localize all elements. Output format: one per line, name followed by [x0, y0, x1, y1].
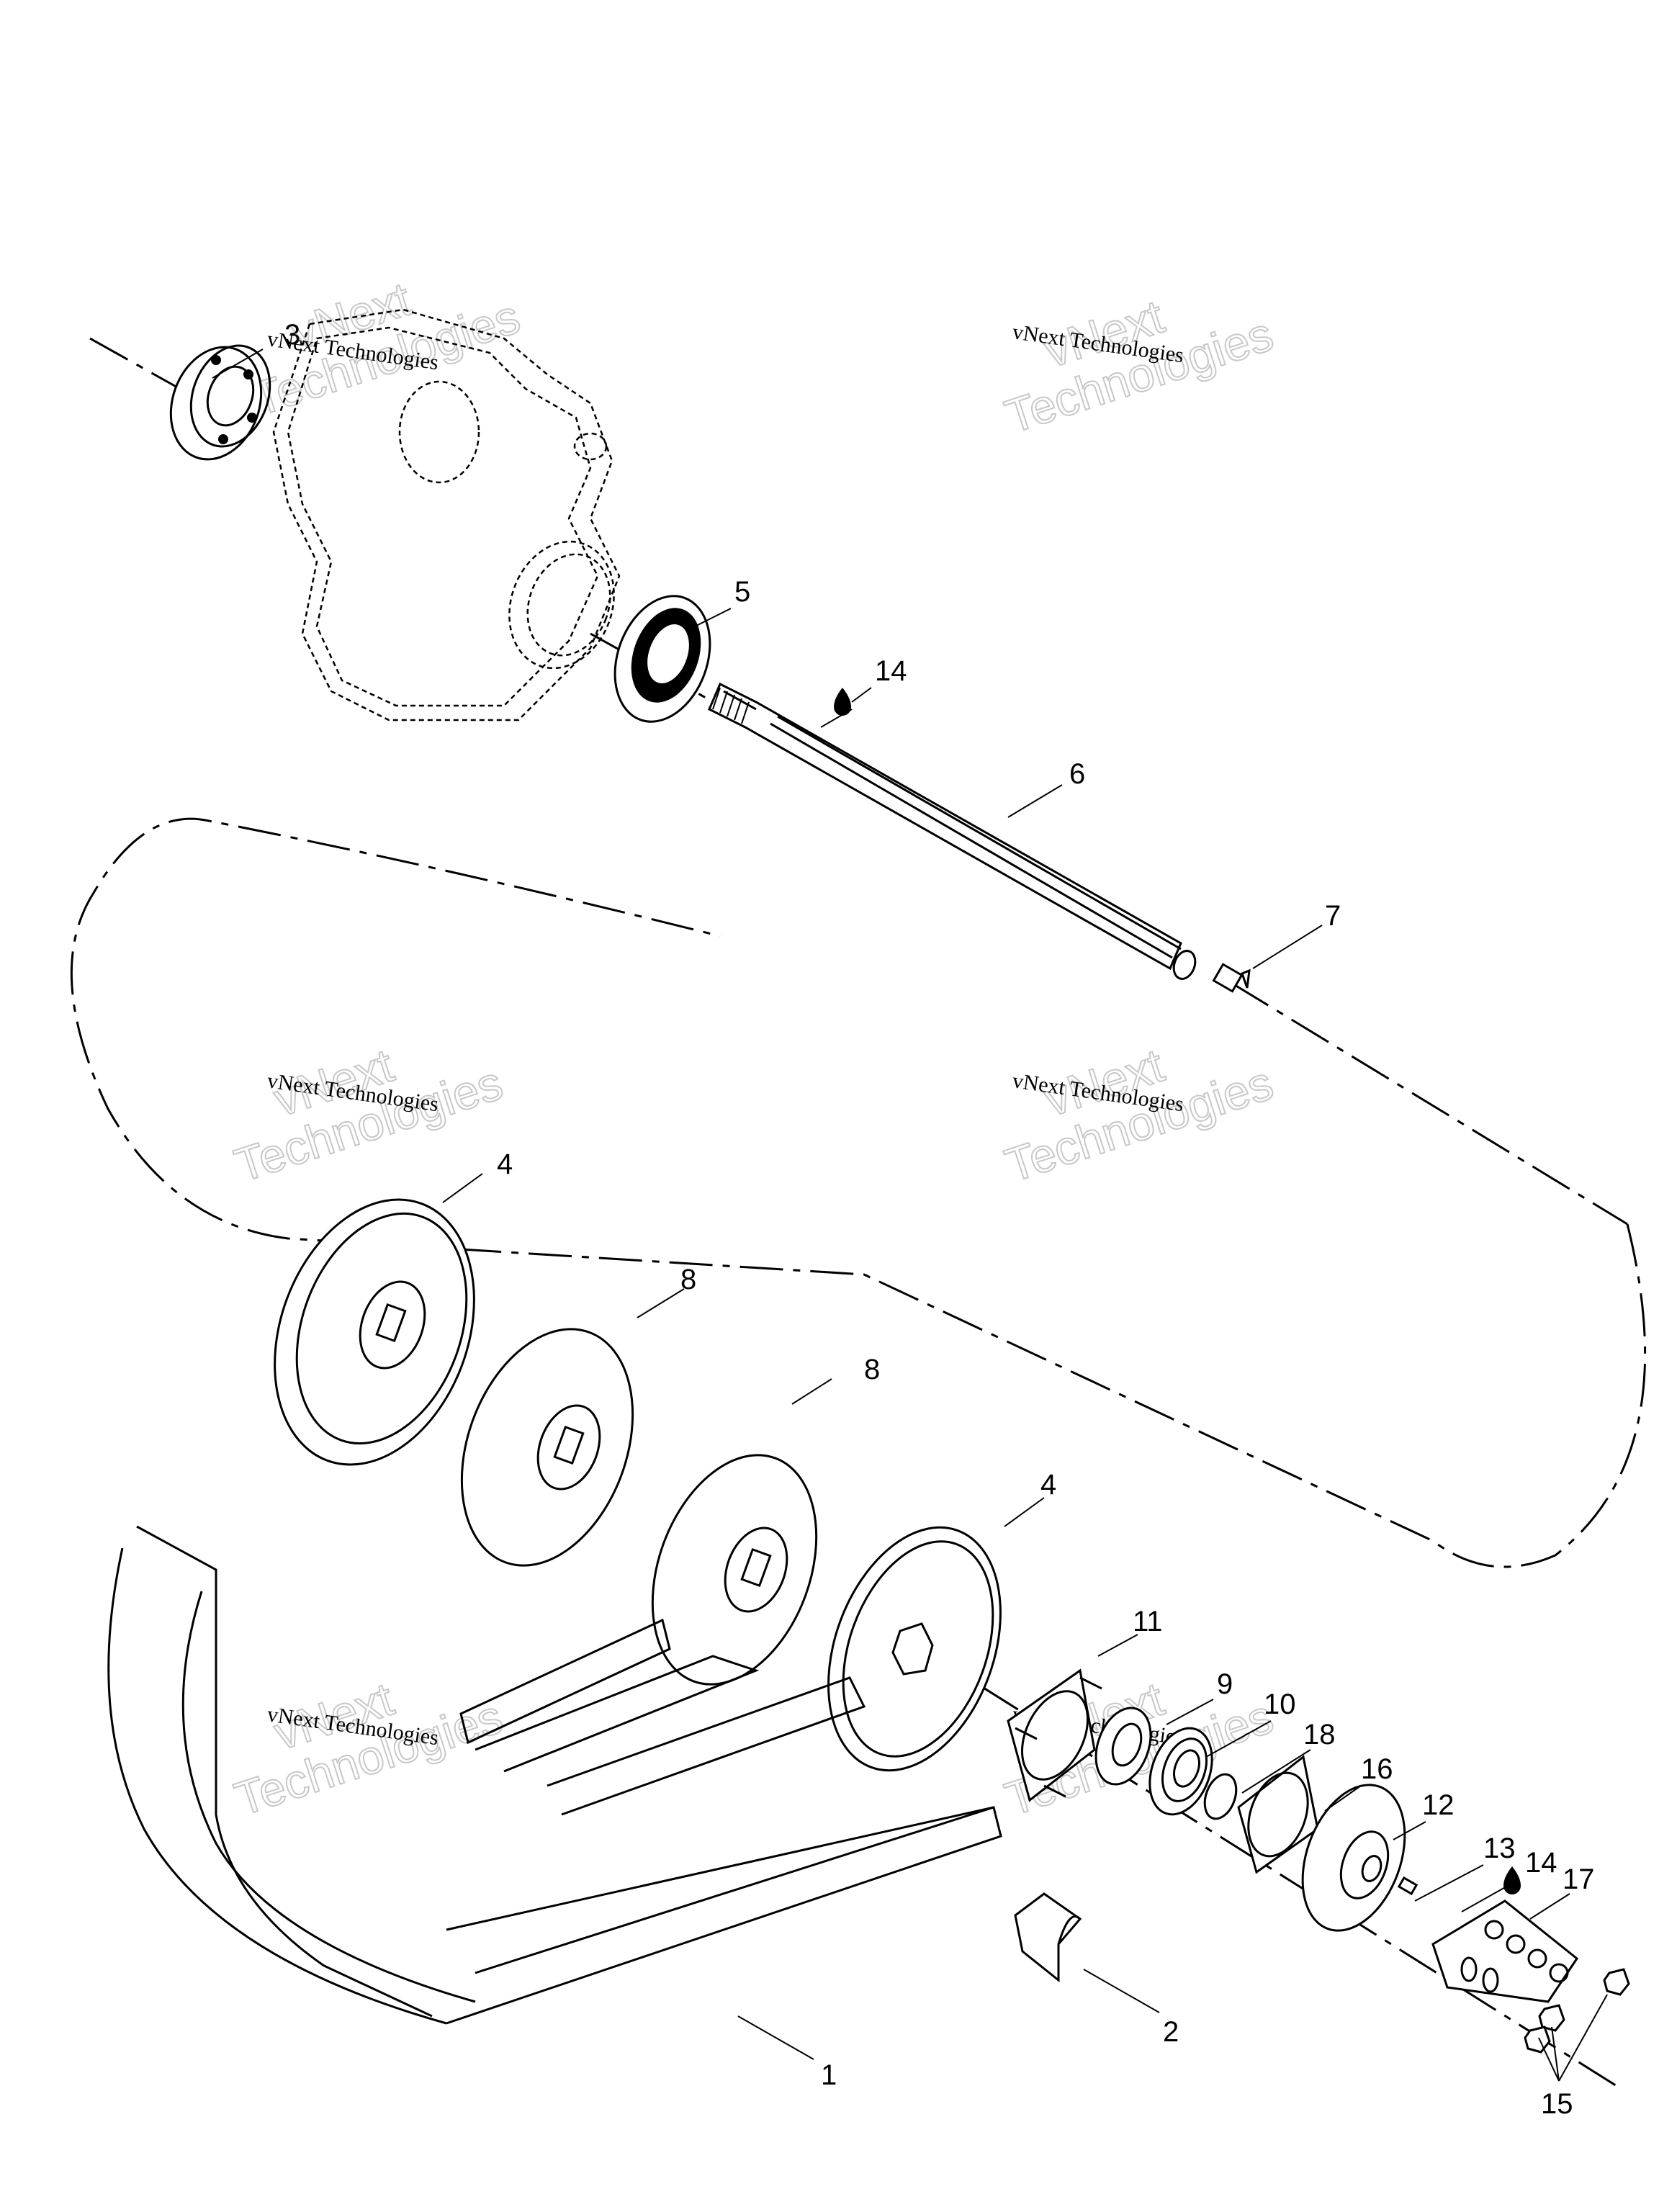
- chaincase-housing-reference: [272, 308, 621, 721]
- callout-7[interactable]: 7: [1325, 900, 1341, 932]
- part-oil-seal-5[interactable]: [598, 583, 727, 735]
- leader-lines: [212, 349, 1608, 2082]
- part-end-sprocket-4-left[interactable]: [240, 1172, 509, 1493]
- callout-11[interactable]: 11: [1133, 1606, 1163, 1637]
- callout-15[interactable]: 15: [1541, 2088, 1573, 2120]
- callout-8[interactable]: 8: [680, 1264, 696, 1295]
- callout-6[interactable]: 6: [1069, 758, 1085, 790]
- part-track-clip-2[interactable]: [1014, 1892, 1082, 1983]
- callout-4[interactable]: 4: [1040, 1469, 1056, 1501]
- callout-18[interactable]: 18: [1303, 1719, 1336, 1750]
- callout-13[interactable]: 13: [1483, 1833, 1516, 1864]
- part-cover-plate-12[interactable]: [1284, 1771, 1424, 1945]
- center-axis: [921, 1647, 1621, 2090]
- part-nut-15[interactable]: [1524, 2026, 1551, 2054]
- callout-12[interactable]: 12: [1422, 1789, 1455, 1821]
- part-bearing-3[interactable]: [156, 334, 283, 472]
- callout-10[interactable]: 10: [1264, 1689, 1296, 1720]
- part-center-sprocket-8-b[interactable]: [623, 1432, 846, 1707]
- center-axis: [1231, 981, 1628, 1226]
- part-center-sprocket-8-a[interactable]: [431, 1305, 663, 1590]
- part-end-sprocket-4-right[interactable]: [797, 1503, 1032, 1794]
- callout-2[interactable]: 2: [1163, 2016, 1179, 2048]
- callout-14[interactable]: 14: [875, 655, 907, 687]
- part-stud-plate-11[interactable]: [1007, 1668, 1102, 1802]
- part-end-plug-7[interactable]: [1212, 963, 1251, 993]
- callout-5[interactable]: 5: [734, 576, 750, 608]
- oil-drop-icon: [1503, 1866, 1521, 1894]
- callout-1[interactable]: 1: [821, 2059, 837, 2091]
- oil-drop-icon: [834, 688, 851, 716]
- part-bearing-10[interactable]: [1138, 1719, 1223, 1823]
- callout-3[interactable]: 3: [284, 319, 300, 351]
- part-drive-axle-6[interactable]: [708, 682, 1199, 982]
- center-axis: [89, 337, 181, 390]
- callout-17[interactable]: 17: [1563, 1863, 1595, 1895]
- part-grease-fitting-13[interactable]: [1397, 1876, 1419, 1896]
- callout-14[interactable]: 14: [1525, 1847, 1557, 1879]
- part-guard-bracket-17[interactable]: [1431, 1899, 1579, 2003]
- part-circlip-18[interactable]: [1199, 1770, 1241, 1823]
- track-loop-outline: [70, 817, 1647, 1568]
- part-nut-15[interactable]: [1538, 2004, 1565, 2032]
- callout-9[interactable]: 9: [1217, 1668, 1233, 1700]
- part-washer-9[interactable]: [1086, 1700, 1160, 1791]
- callout-4[interactable]: 4: [497, 1148, 513, 1180]
- callout-8[interactable]: 8: [864, 1354, 880, 1385]
- part-nut-15[interactable]: [1603, 1968, 1630, 1996]
- part-track-1[interactable]: [107, 1525, 1002, 2025]
- callout-16[interactable]: 16: [1361, 1753, 1393, 1785]
